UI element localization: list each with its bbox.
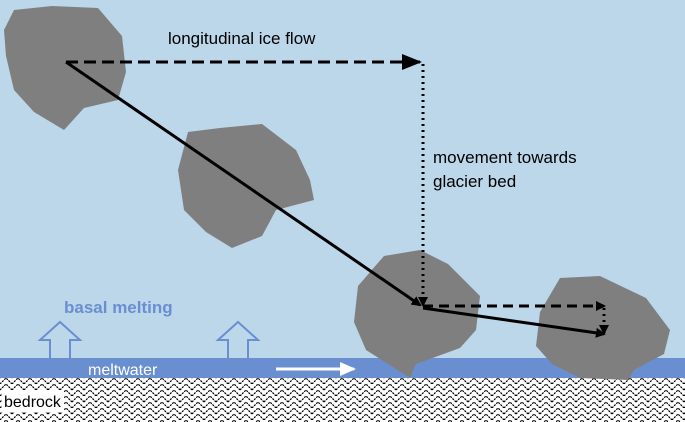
meltwater-label: meltwater	[88, 362, 158, 379]
longitudinal-flow-label: longitudinal ice flow	[168, 29, 316, 48]
clast-rock-1	[4, 6, 126, 130]
hollow-up-arrow-icon	[37, 320, 83, 358]
bedrock-layer	[0, 378, 685, 422]
bedrock-label: bedrock	[4, 394, 62, 411]
movement-label-line2: glacier bed	[433, 172, 516, 191]
resultant-path-arrow-2	[422, 306, 606, 338]
bedrock-label-bg	[2, 390, 64, 412]
movement-label-line1: movement towards	[433, 148, 577, 167]
basal-melting-label: basal melting	[64, 298, 173, 317]
hollow-up-arrow-icon	[215, 320, 261, 358]
resultant-path-arrow	[65, 60, 422, 307]
